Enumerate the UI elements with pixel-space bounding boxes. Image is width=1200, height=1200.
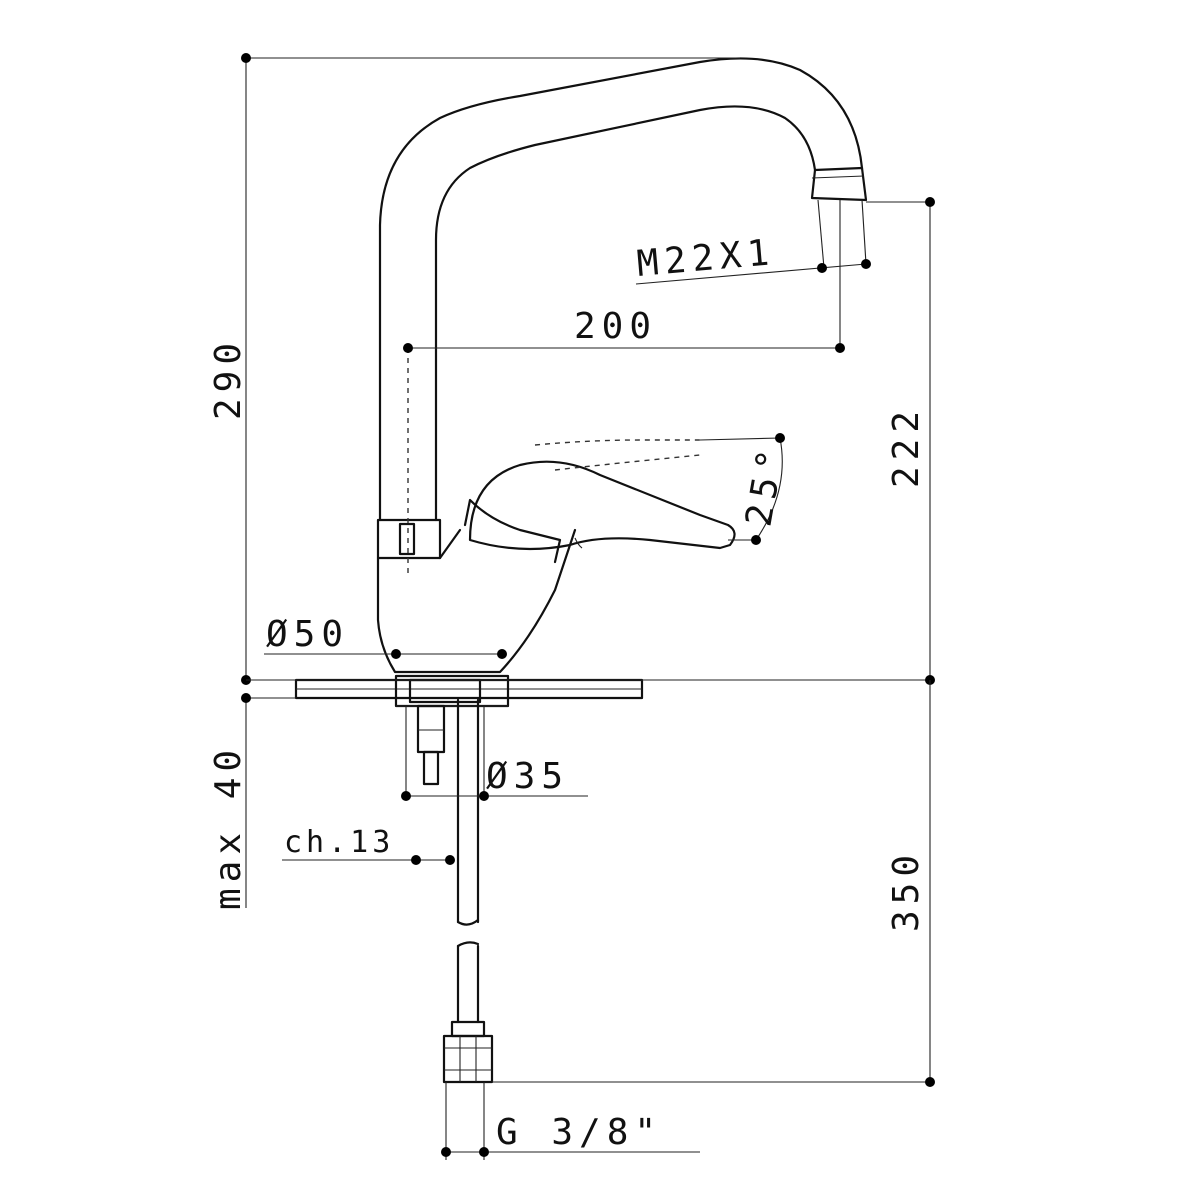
label-aerator-thread: M22X1 <box>635 232 776 285</box>
dim-lines <box>241 53 935 1160</box>
dim-labels: 290 200 222 M22X1 25° Ø50 max 40 Ø35 ch.… <box>208 232 927 1153</box>
label-shank-diameter: Ø35 <box>486 756 569 797</box>
faucet-collar <box>376 518 442 560</box>
label-spout-reach: 200 <box>574 306 657 347</box>
faucet-spout <box>378 57 868 522</box>
label-base-diameter: Ø50 <box>266 614 349 655</box>
label-deck-thickness: max 40 <box>208 744 249 910</box>
lever-raised-ghost <box>534 439 701 471</box>
deck-plate <box>294 674 644 708</box>
faucet-body <box>376 528 577 674</box>
label-hose-thread: G 3/8" <box>496 1112 662 1153</box>
label-lever-angle: 25° <box>738 441 793 530</box>
mounting-stud <box>416 704 446 786</box>
label-height-total: 290 <box>208 337 249 420</box>
label-nut-size: ch.13 <box>284 825 394 860</box>
mixer-lever <box>463 460 736 564</box>
label-spout-height: 222 <box>886 405 927 488</box>
label-hose-length: 350 <box>886 849 927 932</box>
supply-hose <box>442 698 494 1084</box>
